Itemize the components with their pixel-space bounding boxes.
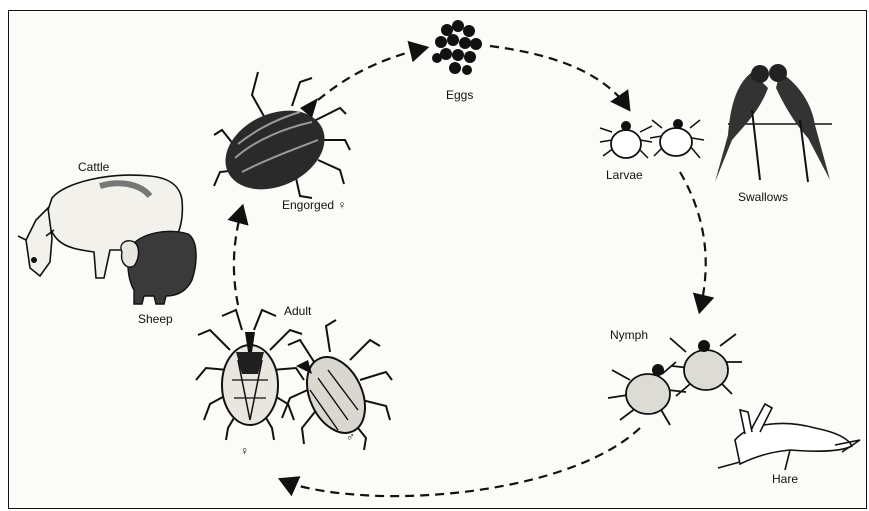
nymph-illustration	[608, 334, 742, 425]
arrow-nymph-to-adult	[282, 428, 640, 496]
arrow-engorged-to-eggs	[318, 48, 425, 100]
adult-label: Adult	[284, 304, 311, 318]
swallows-illustration	[715, 64, 832, 182]
adult-female-tick-illustration	[196, 310, 304, 440]
male-symbol-label: ♂	[346, 430, 355, 444]
adult-male-tick-illustration	[282, 320, 392, 450]
swallows-label: Swallows	[738, 190, 788, 204]
arrow-larvae-to-nymph	[680, 172, 706, 310]
hare-label: Hare	[772, 472, 798, 486]
engorged-female-label: Engorged ♀	[282, 198, 346, 212]
cattle-label: Cattle	[78, 160, 109, 174]
eggs-label: Eggs	[446, 88, 473, 102]
hare-illustration	[718, 404, 860, 470]
eggs-illustration	[432, 20, 482, 75]
arrow-adult-to-engorged	[234, 208, 242, 305]
larvae-illustration	[600, 119, 704, 158]
sheep-illustration	[121, 231, 196, 304]
arrow-eggs-to-larvae	[490, 46, 628, 108]
larvae-label: Larvae	[606, 168, 643, 182]
sheep-label: Sheep	[138, 312, 173, 326]
nymph-label: Nymph	[610, 328, 648, 342]
female-symbol-label: ♀	[240, 444, 249, 458]
engorged-female-tick-illustration	[213, 72, 350, 205]
